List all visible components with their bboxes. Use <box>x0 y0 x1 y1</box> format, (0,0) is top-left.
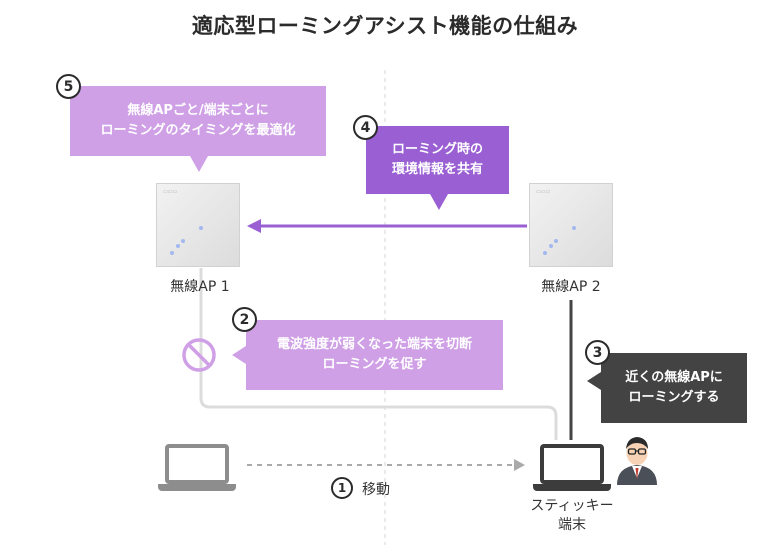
step-5-badge: 5 <box>56 74 81 99</box>
bubble-5-line-1: 無線APごと/端末ごとに <box>127 103 269 118</box>
prohibited-icon <box>182 338 216 372</box>
sticky-device-label: スティッキー 端末 <box>522 497 622 535</box>
bubble-share-info: ローミング時の 環境情報を共有 <box>366 126 509 194</box>
laptop-before-move-base <box>158 484 236 491</box>
ap1-connection-line <box>199 268 558 440</box>
ap1-label: 無線AP 1 <box>170 279 230 295</box>
sticky-device-laptop-base <box>533 484 611 491</box>
bubble-4-tail <box>430 194 448 210</box>
bubble-2-line-1: 電波強度が弱くなった端末を切断 <box>276 337 472 352</box>
bubble-4-line-2: 環境情報を共有 <box>391 162 483 177</box>
bubble-disconnect-weak: 電波強度が弱くなった端末を切断 ローミングを促す <box>246 320 503 390</box>
ap-led <box>572 226 576 230</box>
person-icon <box>617 437 657 485</box>
move-arrow-head <box>514 459 525 471</box>
ap-led <box>554 239 558 243</box>
move-label: 移動 <box>362 482 390 498</box>
share-arrow-head <box>247 219 261 233</box>
step-3-badge: 3 <box>585 340 610 365</box>
access-point-1: ▭▭▭ <box>156 183 240 267</box>
sticky-device-label-line-1: スティッキー <box>530 498 614 514</box>
bubble-5-line-2: ローミングのタイミングを最適化 <box>100 123 296 138</box>
ap-led <box>170 251 174 255</box>
bubble-4-line-1: ローミング時の <box>391 142 483 157</box>
bubble-5-tail <box>190 156 208 172</box>
access-point-2: ▭▭▭ <box>529 183 613 267</box>
bubble-3-line-1: 近くの無線APに <box>625 370 723 385</box>
bubble-2-tail <box>232 346 246 364</box>
diagram-title: 適応型ローミングアシスト機能の仕組み <box>191 14 579 38</box>
ap-brand-mark: ▭▭▭ <box>163 189 178 195</box>
bubble-3-line-2: ローミングする <box>628 390 720 405</box>
bubble-2-line-2: ローミングを促す <box>322 357 427 372</box>
bubble-roam-nearby: 近くの無線APに ローミングする <box>601 353 747 423</box>
ap-led <box>543 251 547 255</box>
ap-brand-mark: ▭▭▭ <box>536 189 551 195</box>
step-2-badge: 2 <box>232 307 257 332</box>
ap2-label: 無線AP 2 <box>541 279 601 295</box>
ap-led <box>549 244 553 248</box>
bubble-3-tail <box>587 372 601 390</box>
bubble-optimize-timing: 無線APごと/端末ごとに ローミングのタイミングを最適化 <box>70 86 326 156</box>
sticky-device-label-line-2: 端末 <box>558 517 586 533</box>
ap-led <box>176 244 180 248</box>
step-4-badge: 4 <box>353 115 378 140</box>
laptop-before-move <box>165 444 229 484</box>
step-1-badge: 1 <box>331 477 353 499</box>
sticky-device-laptop <box>540 444 604 484</box>
ap-led <box>181 239 185 243</box>
ap-led <box>199 226 203 230</box>
